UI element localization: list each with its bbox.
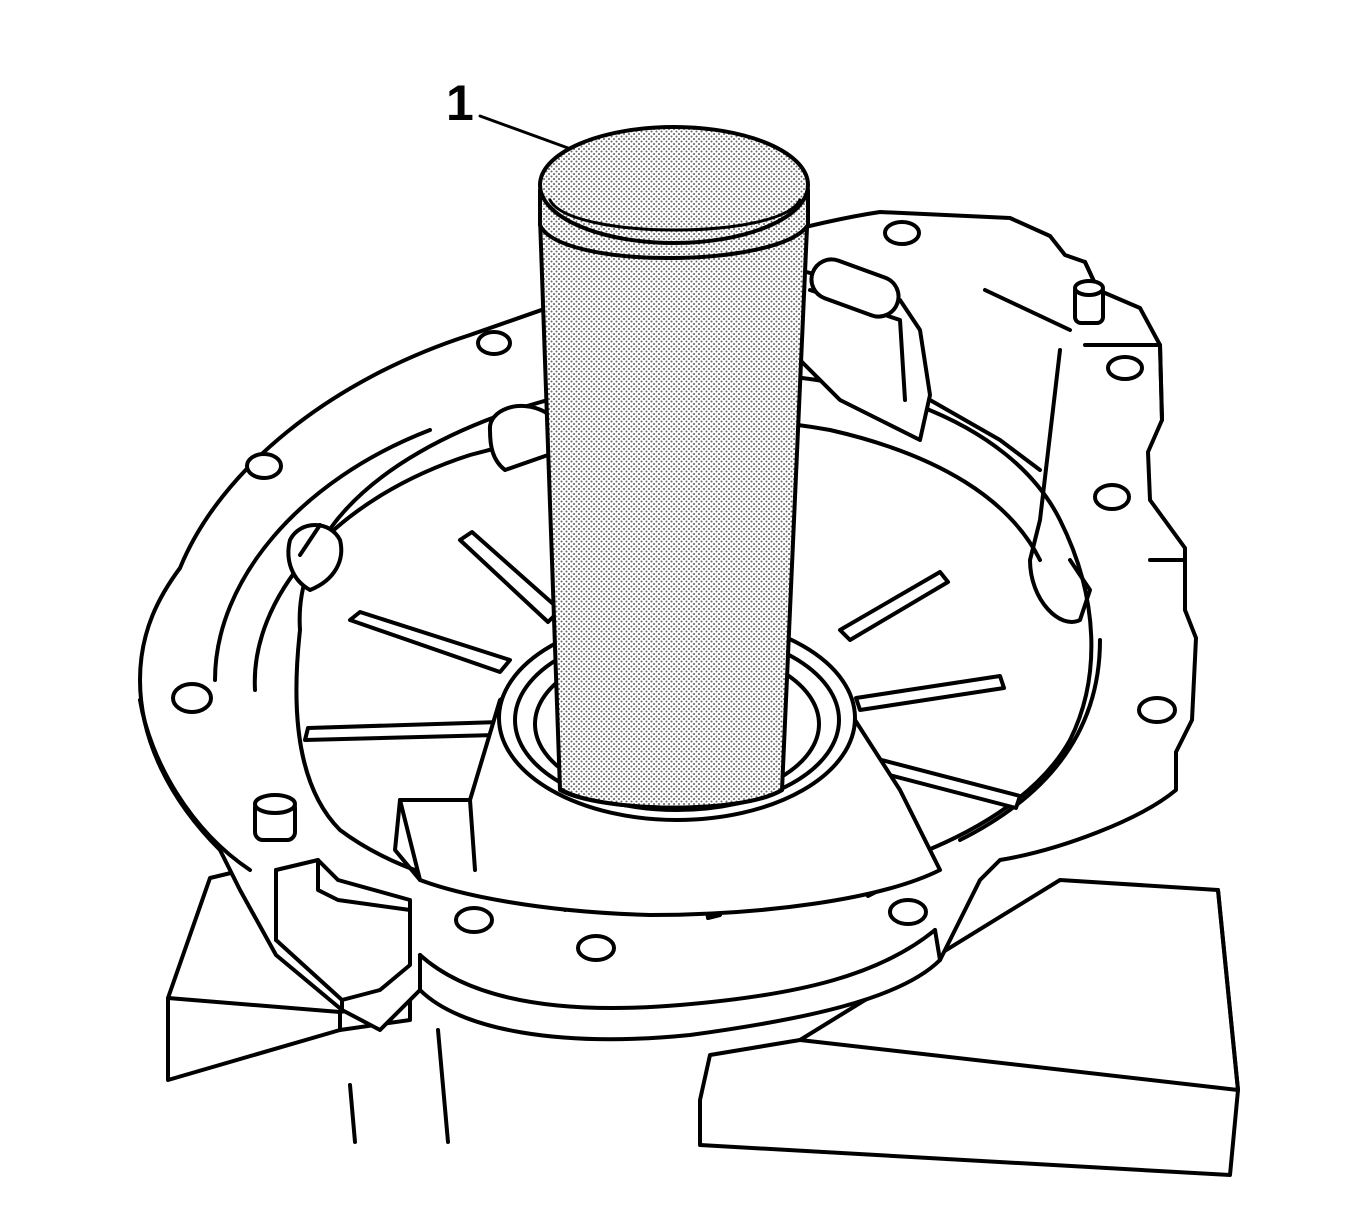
stud-left xyxy=(253,793,297,842)
stud-right xyxy=(1073,279,1105,325)
callout-1-leader xyxy=(478,114,570,150)
callout-label-1: 1 xyxy=(446,75,474,131)
bolt-holes xyxy=(171,220,1177,962)
seal-installer-tool xyxy=(538,125,810,810)
